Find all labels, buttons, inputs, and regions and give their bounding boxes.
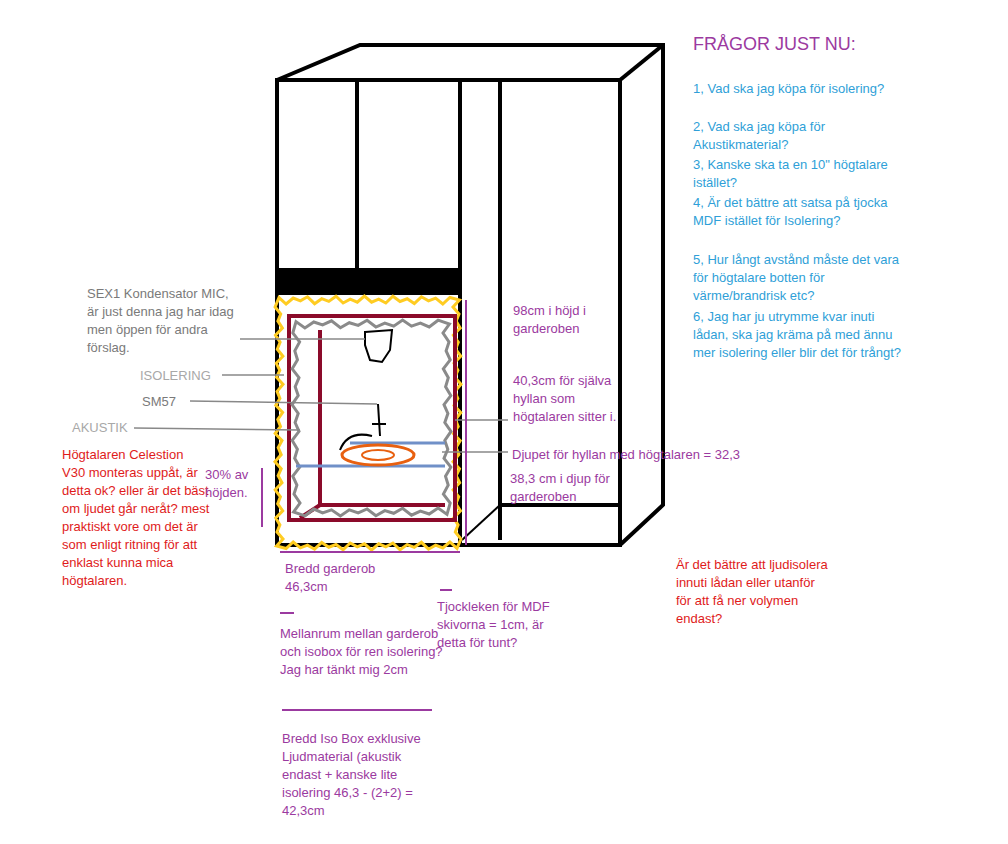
part-label: ISOLERING [140,367,211,385]
heading: FRÅGOR JUST NU: [693,33,856,55]
speaker-note: Högtalaren Celestion V30 monteras uppåt,… [62,446,210,590]
question-note: Är det bättre att ljudisolera innuti låd… [676,556,831,628]
dimension: 38,3 cm i djup för garderoben [510,470,628,506]
dimension: Bredd Iso Box exklusive Ljudmaterial (ak… [282,730,427,820]
dimension: Bredd garderob 46,3cm [285,560,380,596]
question: 4, Är det bättre att satsa på tjocka MDF… [693,194,908,230]
question: 1, Vad ska jag köpa för isolering? [693,80,908,98]
question: 5, Hur långt avstånd måste det vara för … [693,251,908,305]
dimension: 40,3cm för själva hyllan som högtalaren … [513,372,623,426]
dimension: 30% av höjden. [205,466,260,502]
part-label: SM57 [142,393,192,411]
question: 6, Jag har ju utrymme kvar inuti lådan, … [693,308,908,362]
question: 3, Kanske ska ta en 10" högtalare iställ… [693,156,908,192]
part-label: AKUSTIK [72,419,128,437]
dimension: Tjockleken för MDF skivorna = 1cm, är de… [437,598,569,652]
dimension: Djupet för hyllan med högtalaren = 32,3 [512,446,782,464]
question: 2, Vad ska jag köpa för Akustikmaterial? [693,118,908,154]
mic-note: SEX1 Kondensator MIC, är just denna jag … [87,285,242,357]
dimension: Mellanrum mellan garderob och isobox för… [280,625,452,679]
dimension: 98cm i höjd i garderoben [513,302,608,338]
